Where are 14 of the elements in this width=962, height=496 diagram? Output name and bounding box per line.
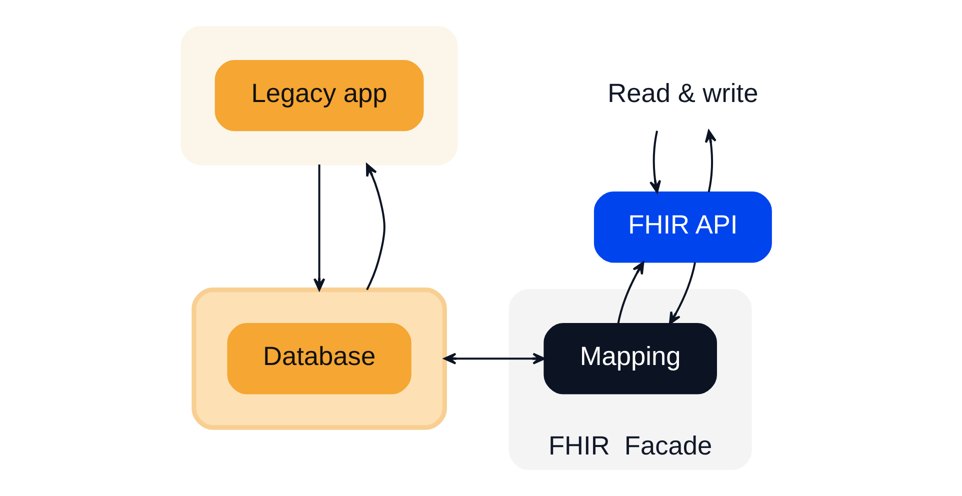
node-box: FHIR API <box>594 192 772 263</box>
node-box: Mapping <box>544 323 717 394</box>
arrow <box>617 261 644 324</box>
node-box: Database <box>227 323 412 394</box>
arrow <box>366 163 386 290</box>
arrow <box>668 262 696 325</box>
arrow <box>649 130 662 194</box>
arrow <box>313 164 326 291</box>
cluster <box>180 26 458 166</box>
node-text: Read & write <box>608 78 758 108</box>
arrow <box>704 130 716 192</box>
cluster <box>192 287 447 430</box>
node-box: Legacy app <box>214 60 424 132</box>
arrow <box>444 352 546 365</box>
